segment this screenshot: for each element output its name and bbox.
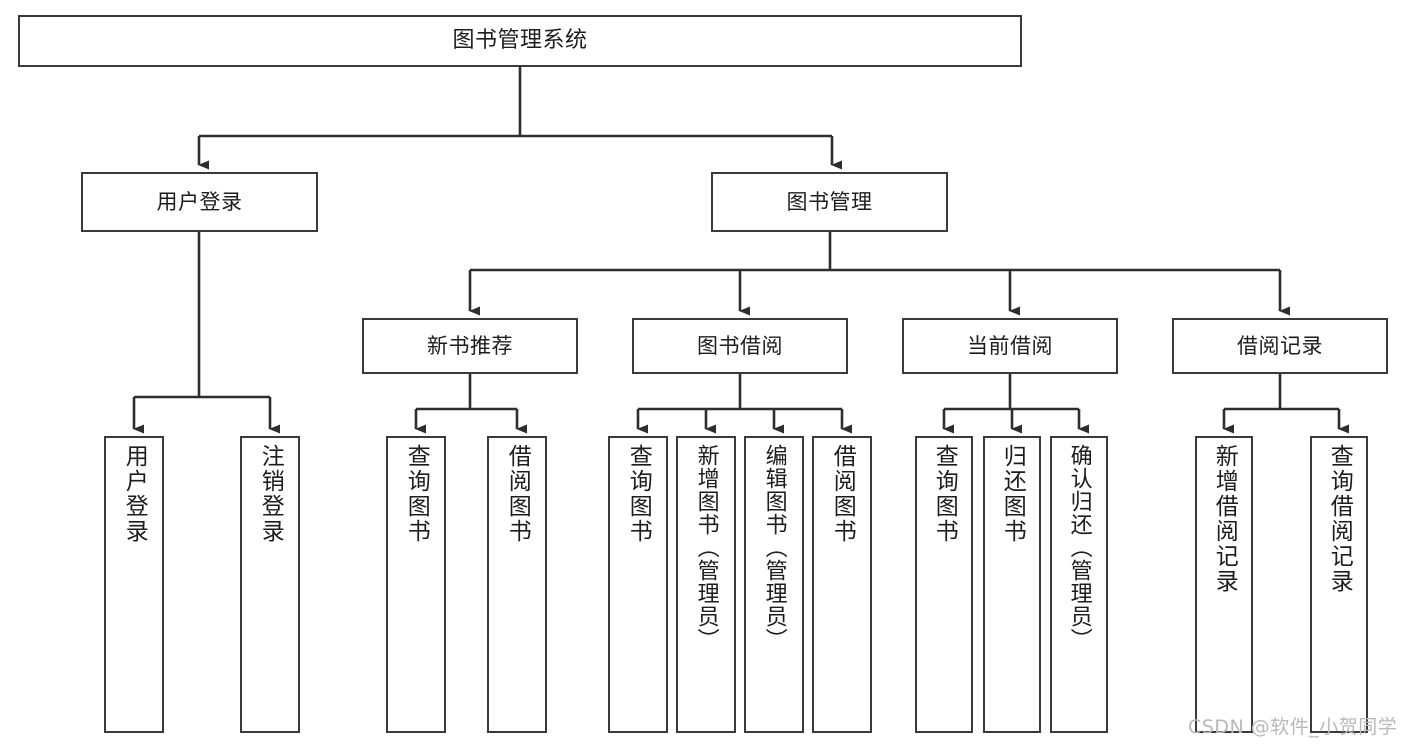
- node-leaf-return-book[interactable]: 归还图书: [983, 436, 1041, 733]
- node-leaf-add-record-label: 新增借阅记录: [1211, 444, 1238, 594]
- node-borrow-record[interactable]: 借阅记录: [1172, 318, 1388, 374]
- node-new-book-rec-label: 新书推荐: [427, 333, 513, 358]
- node-root-label: 图书管理系统: [452, 28, 588, 54]
- node-book-borrow-label: 图书借阅: [697, 333, 783, 358]
- node-borrow-record-label: 借阅记录: [1237, 333, 1323, 358]
- node-leaf-confirm-return[interactable]: 确认归还（管理员）: [1050, 436, 1108, 733]
- node-leaf-edit-book-label: 编辑图书（管理员）: [761, 444, 787, 651]
- node-leaf-borrow-book-rec[interactable]: 借阅图书: [487, 436, 547, 733]
- node-root[interactable]: 图书管理系统: [18, 15, 1022, 67]
- node-leaf-query-book-cur-label: 查询图书: [931, 444, 958, 544]
- node-leaf-add-book-label: 新增图书（管理员）: [693, 444, 719, 651]
- node-leaf-confirm-return-label: 确认归还（管理员）: [1066, 444, 1092, 651]
- node-book-manage[interactable]: 图书管理: [711, 172, 948, 232]
- node-leaf-add-record[interactable]: 新增借阅记录: [1195, 436, 1253, 733]
- node-book-manage-label: 图书管理: [786, 189, 873, 214]
- node-current-borrow-label: 当前借阅: [967, 333, 1053, 358]
- node-leaf-query-record-label: 查询借阅记录: [1326, 444, 1353, 594]
- node-leaf-query-book-bor[interactable]: 查询图书: [608, 436, 668, 733]
- node-leaf-return-book-label: 归还图书: [999, 444, 1026, 544]
- node-leaf-add-book[interactable]: 新增图书（管理员）: [676, 436, 736, 733]
- node-leaf-edit-book[interactable]: 编辑图书（管理员）: [744, 436, 804, 733]
- node-book-borrow[interactable]: 图书借阅: [632, 318, 848, 374]
- node-leaf-query-record[interactable]: 查询借阅记录: [1310, 436, 1368, 733]
- node-leaf-borrow-book-bor[interactable]: 借阅图书: [812, 436, 872, 733]
- node-leaf-query-book-rec-label: 查询图书: [403, 444, 430, 544]
- node-current-borrow[interactable]: 当前借阅: [902, 318, 1118, 374]
- node-leaf-query-book-rec[interactable]: 查询图书: [386, 436, 446, 733]
- node-leaf-user-login[interactable]: 用户登录: [104, 436, 164, 733]
- node-leaf-user-logout-label: 注销登录: [257, 444, 284, 544]
- node-leaf-query-book-bor-label: 查询图书: [625, 444, 652, 544]
- node-user-login-label: 用户登录: [156, 189, 243, 214]
- node-leaf-user-login-label: 用户登录: [121, 444, 148, 544]
- node-leaf-borrow-book-rec-label: 借阅图书: [504, 444, 531, 544]
- node-leaf-user-logout[interactable]: 注销登录: [240, 436, 300, 733]
- watermark-text: CSDN @软件_小贺同学: [1188, 716, 1398, 738]
- node-new-book-rec[interactable]: 新书推荐: [362, 318, 578, 374]
- node-leaf-borrow-book-bor-label: 借阅图书: [829, 444, 856, 544]
- node-user-login[interactable]: 用户登录: [81, 172, 318, 232]
- node-leaf-query-book-cur[interactable]: 查询图书: [915, 436, 973, 733]
